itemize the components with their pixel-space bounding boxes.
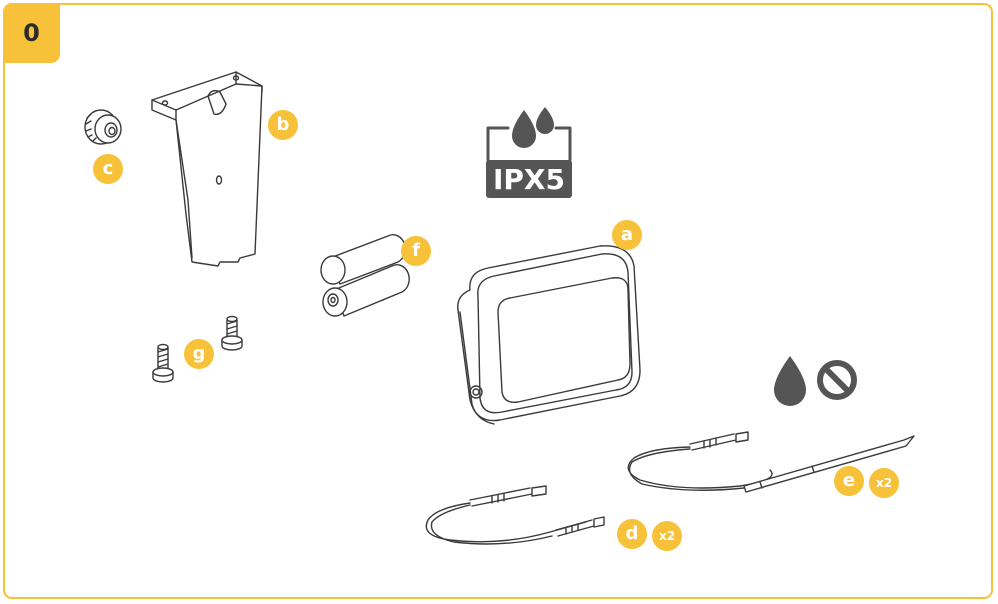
receiver-unit-illustration (458, 246, 640, 424)
part-label-f: f (401, 236, 431, 266)
ipx5-rating-badge: IPX5 (486, 107, 572, 198)
water-drop-icon (774, 356, 806, 406)
cable-illustration (426, 486, 604, 544)
water-drops-icon (512, 110, 536, 148)
part-label-d: d (617, 519, 647, 549)
part-label-a: a (612, 220, 642, 250)
mounting-bracket-illustration (152, 72, 262, 266)
part-quantity-d: x2 (652, 521, 682, 551)
part-label-g: g (184, 339, 214, 369)
part-quantity-e: x2 (869, 468, 899, 498)
no-water-icons (774, 356, 854, 406)
part-label-e: e (834, 466, 864, 496)
part-label-b: b (268, 110, 298, 140)
knurled-nut-illustration (85, 110, 121, 144)
batteries-illustration (321, 235, 409, 316)
ipx5-label: IPX5 (493, 163, 565, 196)
part-label-c: c (93, 154, 123, 184)
